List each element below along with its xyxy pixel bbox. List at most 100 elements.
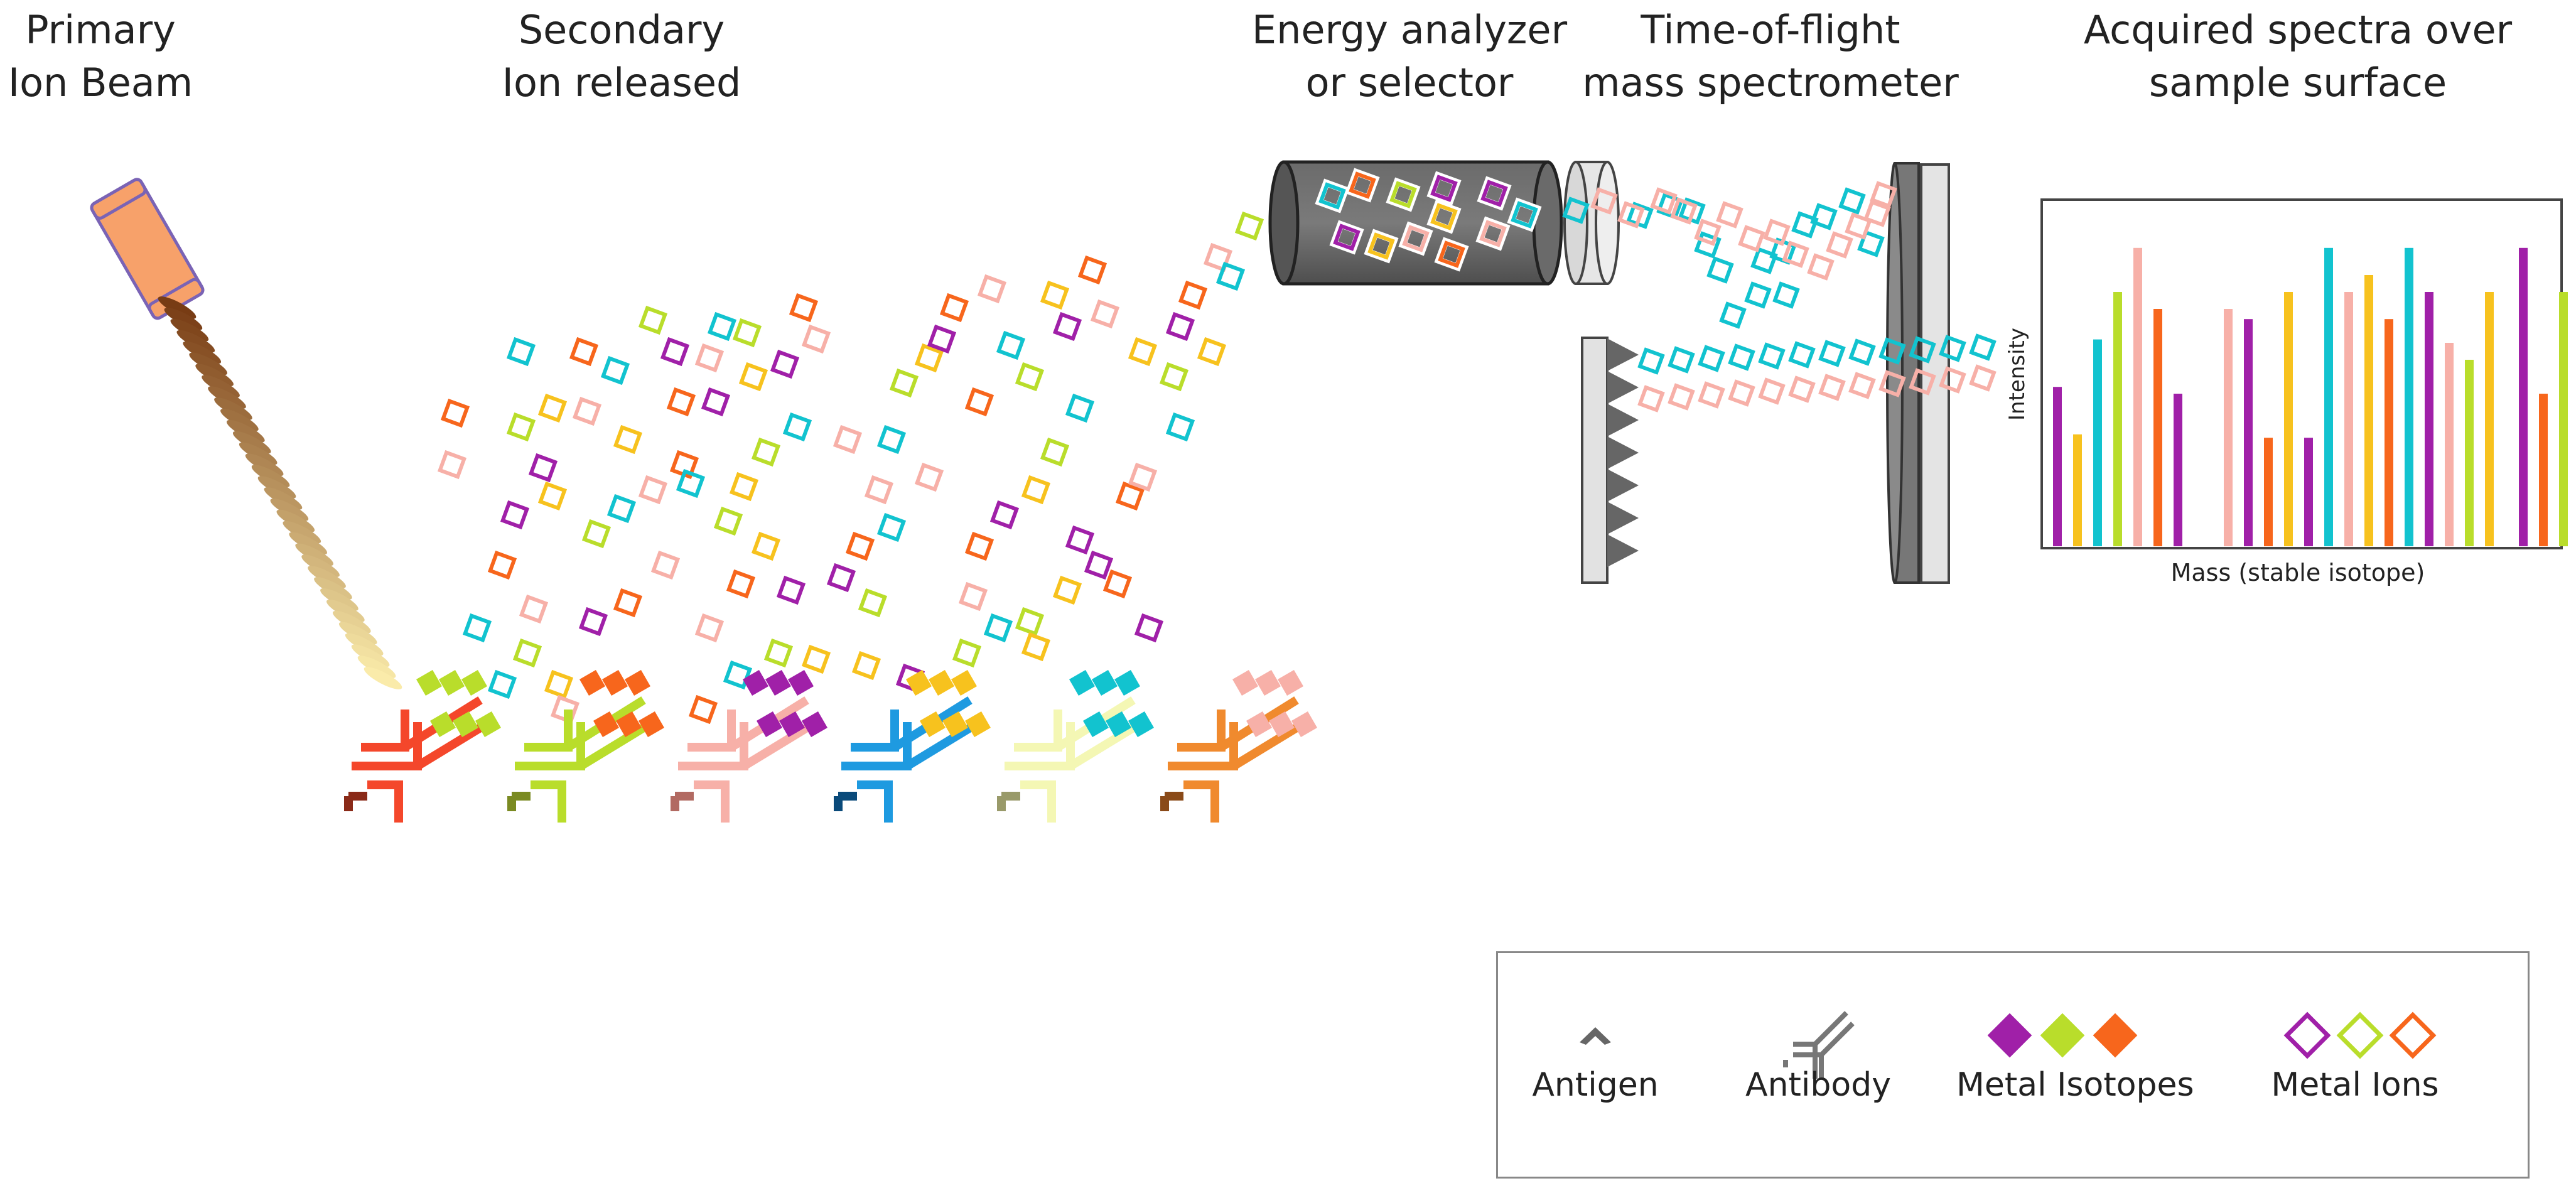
metal-ion-icon [1969,333,1997,361]
metal-ion-icon [1878,370,1906,397]
metal-ion-icon [845,531,875,561]
beam-pulse [351,644,390,667]
metal-ion-icon [1698,345,1725,372]
chart-ylabel: Intensity [2005,328,2030,421]
metal-ion-icon [1870,181,1897,208]
metal-ion-icon [776,575,806,605]
beam-pulse [176,330,215,353]
metal-ion-icon [1782,240,1809,268]
metal-ion-icon [1807,253,1835,281]
metal-ion-icon [738,362,768,392]
metal-ion-icon [701,387,731,417]
label-primary-line2: Ion Beam [8,60,193,105]
label-energy-analyzer: Energy analyzer or selector [1231,4,1588,109]
metal-ion-icon [713,506,743,536]
metal-ion-icon [1738,225,1765,252]
metal-ion-icon [1788,375,1816,403]
metal-ion-icon [537,393,568,423]
ion-beam [158,296,402,689]
spectrum-bar [2113,292,2122,546]
metal-ion-icon [1909,368,1936,396]
metal-ion-icon [977,274,1007,304]
metal-ion-icon [1234,211,1264,241]
metal-ion-icon [1878,337,1906,365]
metal-ion-icon [660,337,690,367]
metal-ion-icon [1668,383,1695,411]
metal-ion-icon [1178,280,1208,310]
metal-ion-icon [462,613,492,643]
spectrum-bar [2519,247,2528,546]
metal-ion-icon [789,293,819,323]
chart-xlabel: Mass (stable isotope) [2171,559,2425,586]
metal-ion-icon [763,638,794,668]
metal-ion-icon [958,581,988,612]
spectrum-bar [2324,247,2333,546]
metal-ion-icon [1857,230,1885,257]
antigen-icon [1580,1027,1611,1045]
metal-ion-icon [1845,212,1872,240]
metal-ion-icon [1617,201,1645,229]
beam-pulse [170,318,209,342]
label-secondary-ion-released: Secondary Ion released [458,4,785,109]
metal-ion-icon [688,694,718,725]
metal-ion-icon [1115,481,1145,511]
metal-ion-icon [694,613,725,643]
metal-ion-icon [694,343,725,373]
metal-ion-icon [437,450,467,480]
label-spectra-line2: sample surface [2148,60,2447,105]
antibody-1 [344,670,501,823]
metal-ion-icon [600,355,630,386]
metal-ion-icon [578,607,608,637]
antibody-row [344,670,1317,823]
metal-ion-icon [989,500,1020,530]
metal-ion-icon [952,638,982,668]
beam-pulse [338,622,377,645]
spectrum-bar [2284,292,2293,546]
legend-isotopes-label: Metal Isotopes [1956,1066,2194,1104]
metal-ion-icon [1021,475,1051,505]
spectrum-bar [2133,247,2142,546]
detector-plates-icon [1886,162,1950,584]
metal-ion-icon [1758,342,1786,370]
metal-ion-icon [1668,346,1695,374]
metal-ion-icon [726,569,756,599]
antibody-icon [1783,1011,1855,1079]
metal-ion-icon [1590,187,1618,215]
ion-gun-icon [90,178,205,320]
metal-ion-icon [1562,197,1590,224]
metal-ion-icon [1077,255,1107,285]
beam-pulse [326,599,365,622]
isotope-lime-icon [2040,1013,2085,1058]
label-primary-ion-beam: Primary Ion Beam [0,4,201,109]
metal-ion-icon [1848,372,1876,399]
metal-ion-icon [581,519,612,549]
metal-ion-icon [1165,412,1195,442]
metal-ion-icon [1969,364,1997,392]
metal-ion-icon [1165,311,1195,342]
metal-ion-icon [964,531,994,561]
metal-ion-icon [1438,240,1465,268]
isotope-purple-icon [1987,1013,2032,1058]
metal-ion-icon [751,531,781,561]
spectrum-bar [2244,319,2253,546]
label-tof-line1: Time-of-flight [1641,7,1900,53]
metal-ion-icon [876,424,907,455]
metal-ion-icon [666,387,696,417]
metal-ion-icon [1909,336,1936,364]
legend-icons [1580,1011,2437,1079]
energy-analyzer-cylinder-icon [1268,160,1563,286]
metal-ion-icon [1939,335,1966,362]
metal-ion-icon [858,588,888,618]
metal-ion-icon [1318,182,1346,210]
metal-ion-icon [1791,211,1819,239]
ion-reflector-icon [1581,337,1639,584]
metal-ion-icon [1402,225,1430,252]
metal-ion-icon [519,594,549,624]
metal-ion-icon [1052,311,1082,342]
spectrum-bar [2224,309,2233,546]
label-acquired-spectra: Acquired spectra over sample surface [2059,4,2536,109]
spectrum-bar [2344,292,2353,546]
metal-ion-icon [1479,220,1507,247]
metal-ion-icon [1650,187,1678,215]
